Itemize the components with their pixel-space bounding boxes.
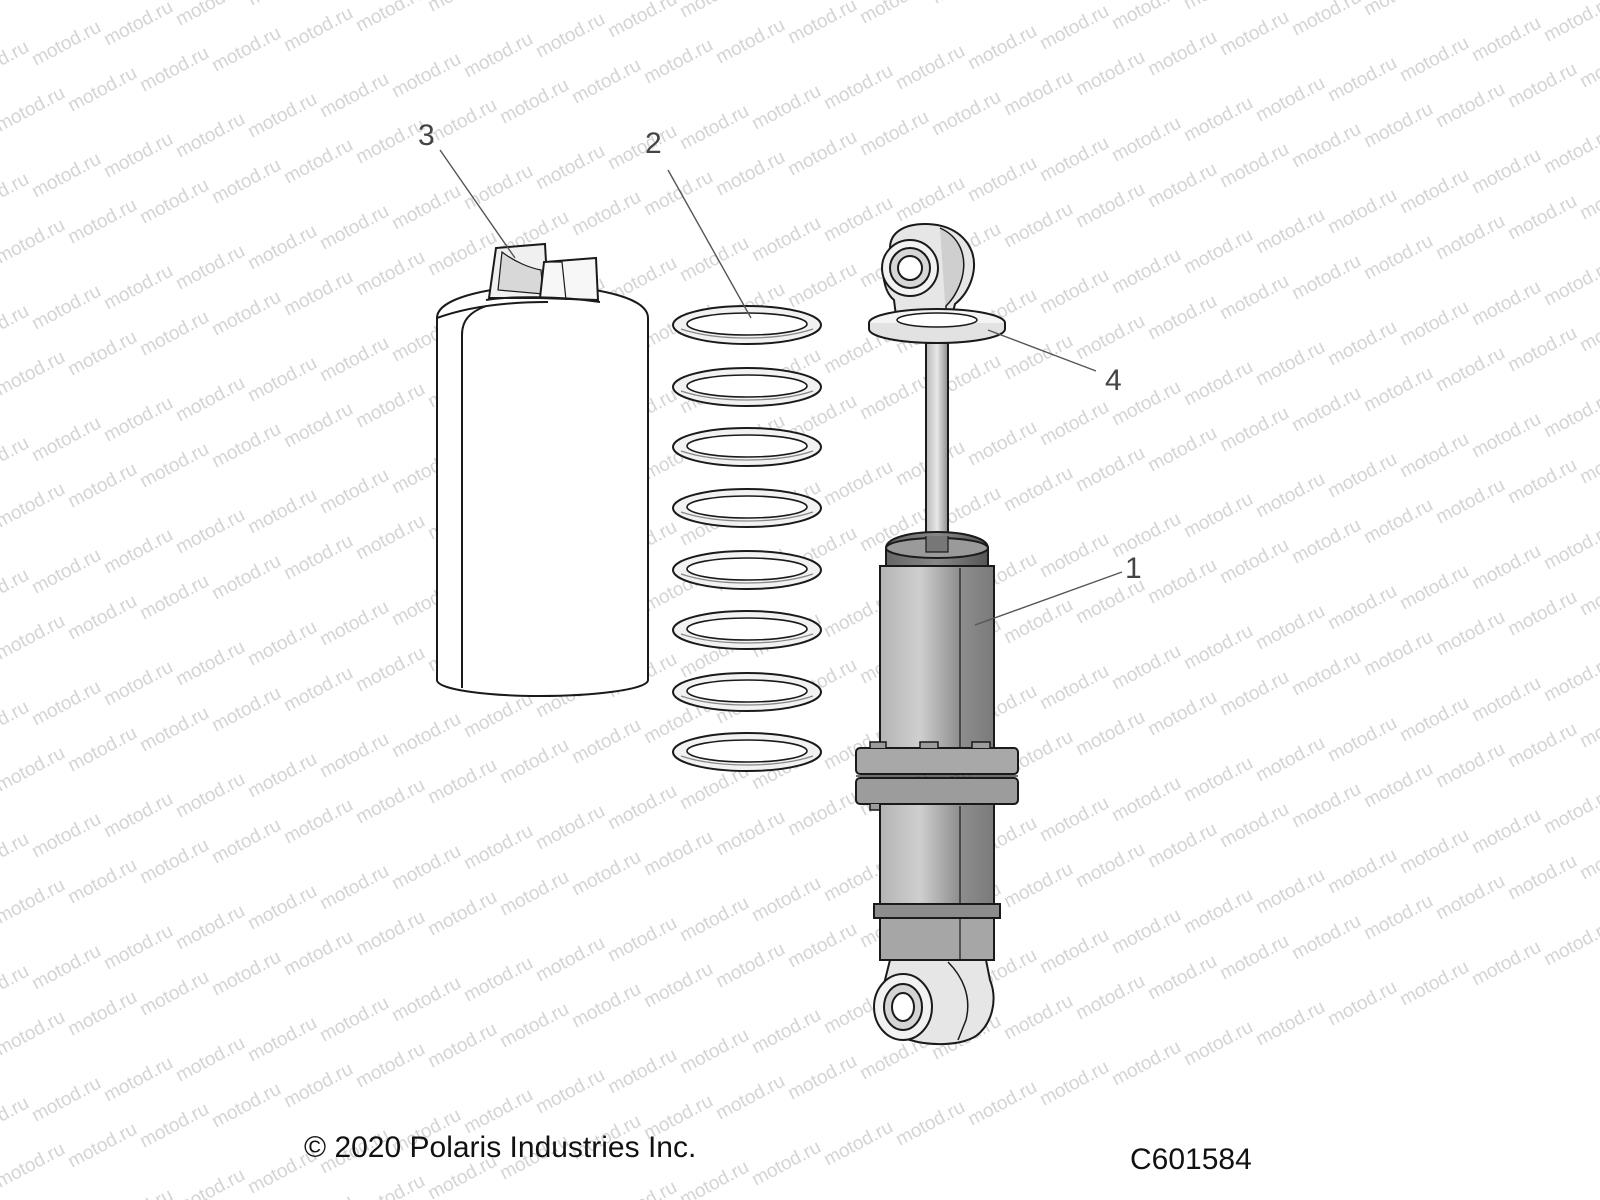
callout-1-label: 1 xyxy=(1125,552,1142,585)
spring-coil xyxy=(672,367,822,407)
spring-coil xyxy=(672,427,822,467)
spring-part xyxy=(672,305,822,772)
boot-part xyxy=(436,242,649,698)
spring-coil xyxy=(672,550,822,590)
spring-coil xyxy=(672,610,822,650)
spring-coil xyxy=(672,672,822,712)
callout-1: 1 xyxy=(974,552,1142,626)
spring-coil xyxy=(672,488,822,528)
spring-coil xyxy=(672,305,822,345)
callout-2: 2 xyxy=(645,127,752,319)
diagram-code: C601584 xyxy=(1130,1143,1252,1176)
callout-4-label: 4 xyxy=(1105,364,1122,397)
callout-3: 3 xyxy=(418,119,516,259)
spring-retainer-part xyxy=(868,308,1006,345)
copyright-notice: © 2020 Polaris Industries Inc. xyxy=(304,1131,697,1164)
callout-4: 4 xyxy=(987,329,1122,397)
callout-2-label: 2 xyxy=(645,127,662,160)
preload-adjuster-rings xyxy=(855,741,1019,811)
callout-3-label: 3 xyxy=(418,119,435,152)
spring-coil xyxy=(672,732,822,772)
shock-absorber-part xyxy=(855,222,1019,1046)
